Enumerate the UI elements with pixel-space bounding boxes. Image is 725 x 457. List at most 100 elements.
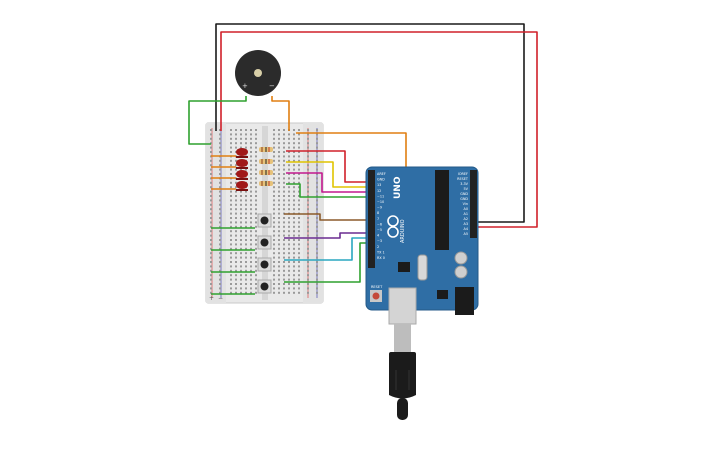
wire-5v-red[interactable] xyxy=(220,31,538,228)
breadboard-hole xyxy=(250,261,252,263)
header-pin-label: 8 xyxy=(377,211,379,215)
led-3[interactable] xyxy=(236,170,248,180)
header-pin-label: Vin xyxy=(463,202,468,206)
breadboard-hole xyxy=(278,208,280,211)
breadboard-hole xyxy=(278,142,280,145)
led-2[interactable] xyxy=(236,159,248,169)
header-pin-label: RX 0 xyxy=(377,256,385,260)
wire-led2[interactable] xyxy=(286,161,370,188)
usb-cable[interactable] xyxy=(388,287,417,420)
rail-plus-label: + xyxy=(209,295,214,302)
led-1[interactable] xyxy=(236,148,248,158)
breadboard-hole xyxy=(278,291,280,294)
breadboard-hole xyxy=(316,291,318,294)
reset-button[interactable] xyxy=(372,292,380,300)
board-brand-label: ARDUINO xyxy=(400,219,406,243)
breadboard-hole xyxy=(298,146,300,149)
breadboard-hole xyxy=(230,181,232,184)
breadboard-hole xyxy=(250,168,252,171)
breadboard-hole xyxy=(316,168,318,171)
breadboard-hole xyxy=(307,256,309,259)
breadboard-hole xyxy=(235,159,237,162)
breadboard-hole xyxy=(250,247,252,250)
breadboard-hole xyxy=(255,142,257,145)
wire-btn4[interactable] xyxy=(284,242,370,283)
led-4[interactable] xyxy=(236,181,248,191)
breadboard-hole xyxy=(293,173,295,175)
breadboard-hole xyxy=(298,221,300,224)
breadboard-hole xyxy=(278,243,280,246)
piezo-buzzer[interactable]: + − xyxy=(235,50,281,96)
wire-btn3[interactable] xyxy=(284,237,370,261)
breadboard-hole xyxy=(250,133,252,136)
breadboard-hole xyxy=(307,173,309,175)
wire-led4[interactable] xyxy=(286,183,370,198)
breadboard-hole xyxy=(219,195,221,197)
breadboard-hole xyxy=(298,287,300,290)
resistor-1[interactable] xyxy=(259,147,273,152)
header-pin-label: TX 1 xyxy=(376,250,385,254)
header-pin-label: ~3 xyxy=(377,239,382,243)
wire-buzzer-gnd[interactable] xyxy=(188,96,247,145)
breadboard-hole xyxy=(307,230,309,233)
breadboard-hole xyxy=(245,291,247,294)
breadboard-hole xyxy=(273,256,275,259)
breadboard-hole xyxy=(288,221,290,224)
breadboard-hole xyxy=(298,195,300,197)
pushbutton-2[interactable] xyxy=(257,235,272,250)
breadboard-hole xyxy=(278,287,280,290)
breadboard-hole xyxy=(273,230,275,233)
breadboard-hole xyxy=(219,252,221,255)
breadboard-hole xyxy=(288,164,290,167)
breadboard-hole xyxy=(293,146,295,149)
wire-btn1[interactable] xyxy=(284,213,370,221)
breadboard-hole xyxy=(255,168,257,171)
header-pin-label: 7 xyxy=(377,217,379,221)
breadboard-hole xyxy=(316,199,318,202)
resistor-3[interactable] xyxy=(259,170,273,175)
breadboard-hole xyxy=(298,283,300,285)
breadboard-hole xyxy=(316,155,318,158)
breadboard-hole xyxy=(250,212,252,215)
breadboard-hole xyxy=(307,217,309,219)
reset-label: RESET xyxy=(371,285,383,289)
breadboard-hole xyxy=(210,256,212,259)
breadboard-hole xyxy=(293,129,295,131)
breadboard-hole xyxy=(219,151,221,153)
wire-gnd-black[interactable] xyxy=(215,23,525,223)
breadboard-hole xyxy=(210,181,212,184)
pushbutton-1[interactable] xyxy=(257,213,272,228)
breadboard-hole xyxy=(245,203,247,206)
breadboard-hole xyxy=(230,208,232,211)
breadboard-hole xyxy=(278,247,280,250)
breadboard[interactable]: + − xyxy=(205,122,324,304)
resistor-2[interactable] xyxy=(259,159,273,164)
breadboard-hole xyxy=(230,265,232,268)
breadboard-hole xyxy=(316,274,318,277)
breadboard-hole xyxy=(210,221,212,224)
breadboard-hole xyxy=(255,159,257,162)
breadboard-hole xyxy=(210,146,212,149)
breadboard-hole xyxy=(316,247,318,250)
breadboard-hole xyxy=(235,278,237,281)
resistor-4[interactable] xyxy=(259,181,273,186)
wire-led1[interactable] xyxy=(286,150,370,183)
breadboard-hole xyxy=(293,151,295,153)
breadboard-hole xyxy=(278,217,280,219)
pushbutton-4[interactable] xyxy=(257,279,272,294)
pushbutton-3[interactable] xyxy=(257,257,272,272)
wire-buzzer-signal[interactable] xyxy=(271,96,290,131)
breadboard-hole xyxy=(283,195,285,197)
wire-btn2[interactable] xyxy=(284,232,370,239)
breadboard-hole xyxy=(283,239,285,241)
breadboard-hole xyxy=(288,186,290,189)
wire-led3[interactable] xyxy=(286,172,370,193)
breadboard-hole xyxy=(288,146,290,149)
breadboard-hole xyxy=(288,261,290,263)
breadboard-hole xyxy=(210,217,212,219)
breadboard-hole xyxy=(293,256,295,259)
breadboard-hole xyxy=(307,177,309,180)
